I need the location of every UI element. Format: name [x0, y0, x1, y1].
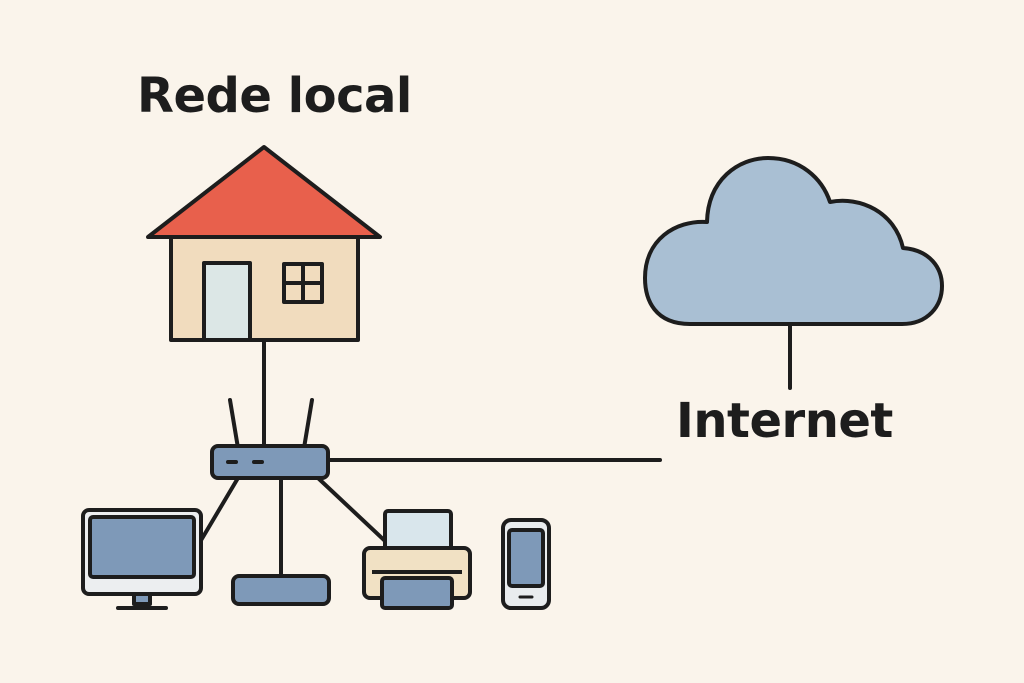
printer-tray — [380, 576, 454, 610]
access-point-icon — [231, 574, 331, 606]
monitor-icon — [81, 508, 203, 610]
router-icon — [210, 398, 330, 480]
monitor-neck — [132, 592, 152, 606]
router-antenna-right — [302, 398, 314, 450]
phone-screen — [507, 528, 545, 588]
house-door — [202, 261, 252, 342]
house-window — [282, 262, 324, 304]
line-router-printer — [316, 476, 386, 542]
access-point-body — [231, 574, 331, 606]
house-wall — [169, 235, 360, 342]
router-antenna-left — [228, 398, 240, 450]
printer-icon — [362, 509, 472, 610]
cloud-shape — [643, 156, 944, 326]
local-network-label: Rede local — [137, 68, 412, 124]
smartphone-icon — [501, 518, 551, 610]
connection-lines — [198, 322, 792, 578]
cloud-icon — [643, 156, 944, 326]
house-roof — [146, 145, 382, 239]
line-router-computer — [198, 476, 240, 544]
house-icon — [146, 145, 382, 342]
internet-label: Internet — [676, 393, 893, 449]
router-body — [210, 444, 330, 480]
printer-paper-top — [383, 509, 453, 553]
monitor-screen — [88, 515, 196, 579]
